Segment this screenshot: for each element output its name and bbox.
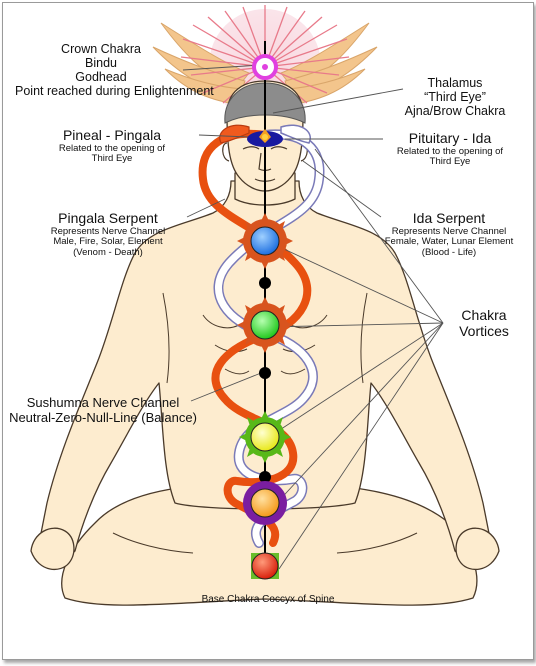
pingala-title: Pingala Serpent <box>58 210 158 226</box>
vortices-line: Chakra <box>461 307 507 323</box>
crown-line: Point reached during Enlightenment <box>15 84 214 98</box>
pineal-title: Pineal - Pingala <box>62 127 162 143</box>
thalamus-label: Thalamus “Third Eye” Ajna/Brow Chakra <box>385 76 525 118</box>
sacral-chakra <box>243 481 287 525</box>
chakra-illustration <box>30 5 500 606</box>
heart-chakra <box>237 297 293 353</box>
spine-node <box>259 277 271 289</box>
ida-title: Ida Serpent <box>412 210 486 226</box>
thalamus-line: Ajna/Brow Chakra <box>404 104 506 118</box>
crown-line: Godhead <box>75 70 127 84</box>
pineal-desc: Related to the opening of <box>58 142 166 154</box>
spine-node <box>259 471 271 483</box>
pineal-label: Pineal - Pingala Related to the opening … <box>27 127 197 165</box>
pingala-label: Pingala Serpent Represents Nerve Channel… <box>23 210 193 259</box>
pingala-desc: Represents Nerve Channel <box>50 225 166 237</box>
sushumna-line: Sushumna Nerve Channel <box>26 395 180 410</box>
crown-label: Crown Chakra Bindu Godhead Point reached… <box>15 42 214 98</box>
pituitary-title: Pituitary - Ida <box>408 130 492 146</box>
brow-chakra <box>247 129 283 147</box>
crown-line: Crown Chakra <box>61 42 141 56</box>
ida-desc: Female, Water, Lunar Element <box>384 236 514 248</box>
thalamus-line: “Third Eye” <box>424 90 486 104</box>
base-line: Base Chakra Coccyx of Spine <box>201 594 335 605</box>
pituitary-desc: Related to the opening of <box>396 145 504 157</box>
ida-desc: (Blood - Life) <box>421 246 477 258</box>
sushumna-label: Sushumna Nerve Channel Neutral-Zero-Null… <box>7 395 199 425</box>
pituitary-desc: Third Eye <box>429 156 471 168</box>
pineal-desc: Third Eye <box>91 153 133 165</box>
throat-chakra <box>237 213 293 269</box>
pingala-desc: Male, Fire, Solar, Element <box>53 236 163 248</box>
thalamus-line: Thalamus <box>427 76 483 90</box>
pituitary-label: Pituitary - Ida Related to the opening o… <box>375 130 525 168</box>
ida-desc: Represents Nerve Channel <box>391 225 507 237</box>
spine-node <box>259 367 271 379</box>
sushumna-line: Neutral-Zero-Null-Line (Balance) <box>9 409 197 425</box>
root-chakra <box>251 552 279 580</box>
pingala-serpent <box>198 124 312 547</box>
solar-chakra <box>239 411 291 463</box>
crown-line: Bindu <box>85 56 117 70</box>
vortices-line: Vortices <box>459 322 509 339</box>
base-label: Base Chakra Coccyx of Spine <box>163 594 373 605</box>
pingala-desc: (Venom - Death) <box>73 246 143 258</box>
vortices-label: Chakra Vortices <box>449 307 519 339</box>
pointer-lines <box>182 64 444 570</box>
wings <box>152 22 378 106</box>
ida-label: Ida Serpent Represents Nerve Channel Fem… <box>373 210 525 259</box>
ida-serpent <box>213 124 325 548</box>
